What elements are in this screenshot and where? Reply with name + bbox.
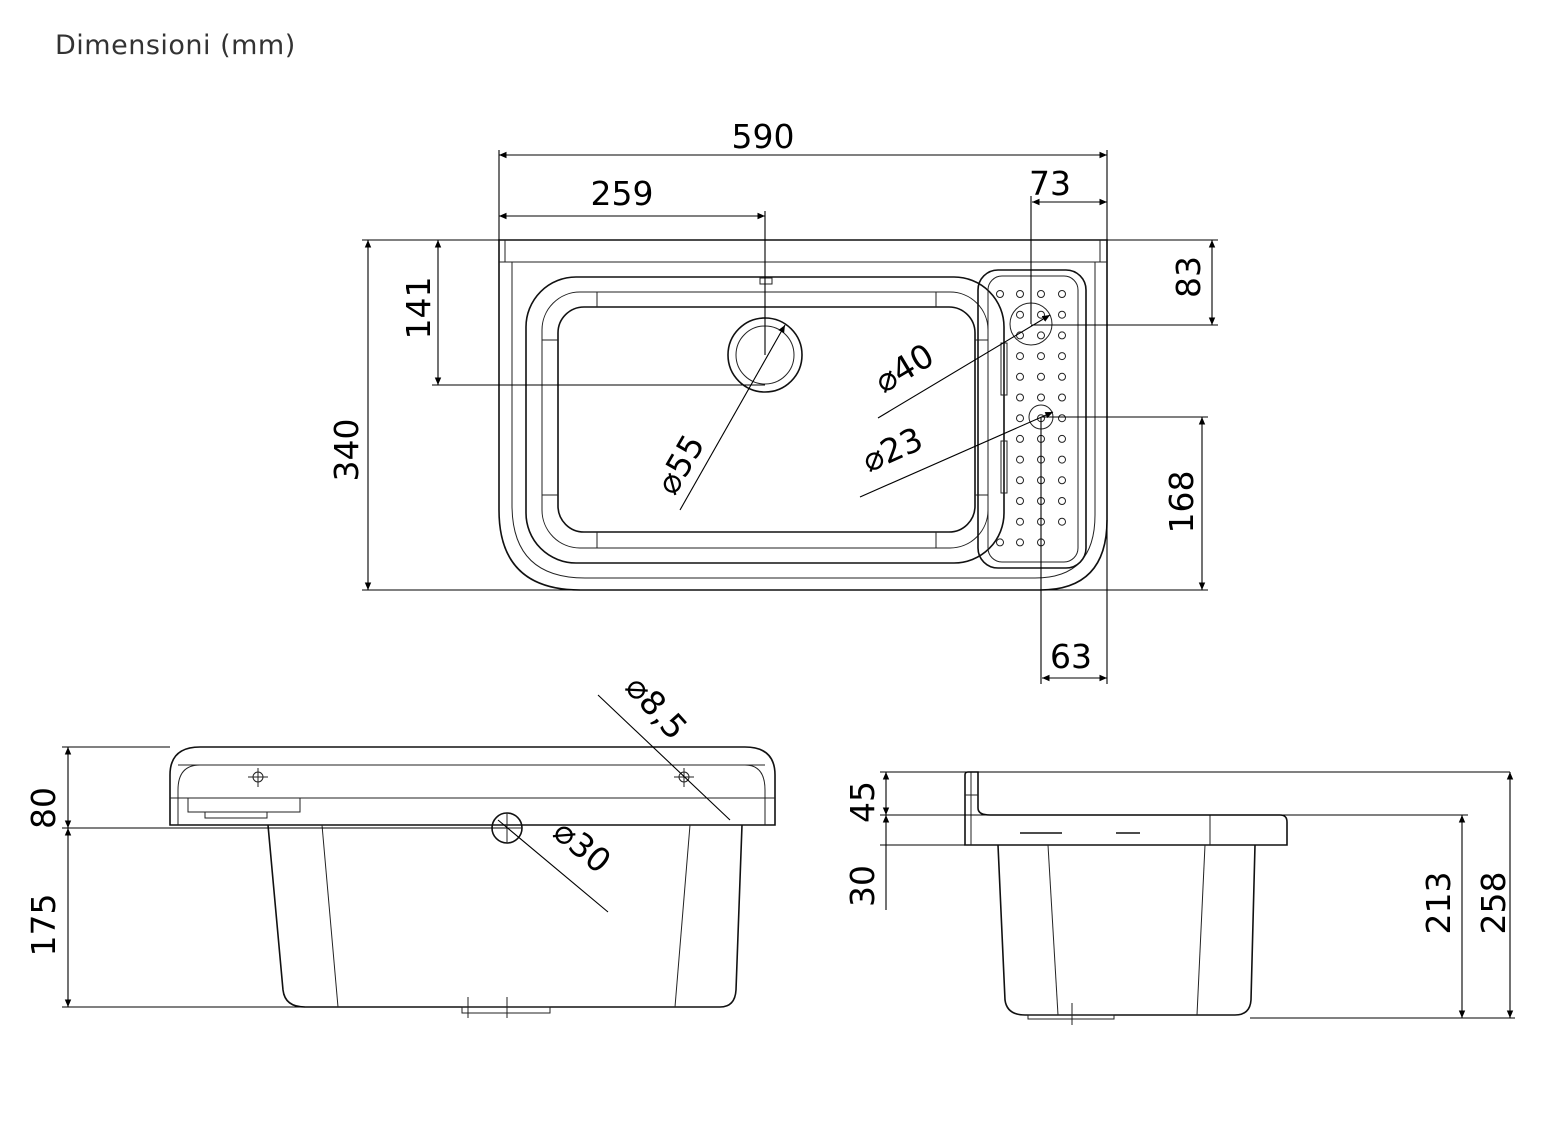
top-view: 590 259 73 340 141 83 168 63 ⌀55 ⌀40 ⌀23 xyxy=(327,117,1218,684)
dim-141: 141 xyxy=(399,277,438,340)
drain-hole xyxy=(1037,352,1045,361)
dim-30: 30 xyxy=(843,865,882,907)
drain-hole xyxy=(1037,310,1045,319)
dim-45: 45 xyxy=(843,781,882,823)
drawing-title: Dimensioni (mm) xyxy=(55,30,296,61)
dim-83: 83 xyxy=(1169,256,1208,298)
dim-80: 80 xyxy=(24,787,63,829)
drain-hole xyxy=(1016,497,1024,505)
drain-hole xyxy=(1058,517,1066,526)
drain-hole xyxy=(1058,414,1066,423)
drain-hole xyxy=(1037,290,1045,298)
drain-hole xyxy=(1016,434,1024,443)
front-view: 80 175 ⌀8,5 ⌀30 xyxy=(24,667,776,1018)
drain-hole xyxy=(1058,372,1066,381)
drain-hole xyxy=(1016,455,1024,464)
dim-340: 340 xyxy=(327,419,366,482)
drain-hole xyxy=(1016,393,1024,402)
dim-258: 258 xyxy=(1474,872,1513,935)
drain-hole xyxy=(1016,517,1024,526)
dim-175: 175 xyxy=(24,894,63,957)
drain-hole xyxy=(1016,414,1024,423)
dim-63: 63 xyxy=(1050,637,1092,676)
drain-hole xyxy=(1016,476,1024,485)
drain-hole xyxy=(1058,331,1066,340)
drain-hole xyxy=(1016,372,1024,381)
drain-hole xyxy=(1058,352,1066,361)
dim-168: 168 xyxy=(1162,471,1201,534)
dim-73: 73 xyxy=(1029,164,1071,203)
drain-board-holes xyxy=(996,290,1066,547)
draining-board xyxy=(977,269,1087,569)
drain-hole xyxy=(1016,352,1024,361)
side-view: 45 30 213 258 xyxy=(843,771,1515,1025)
drain-hole xyxy=(1058,434,1066,443)
drain-hole xyxy=(1058,455,1066,464)
drain-hole xyxy=(1037,372,1045,381)
drain-hole xyxy=(1058,497,1066,505)
dim-diameter-40: ⌀40 xyxy=(868,335,941,400)
dim-diameter-8-5: ⌀8,5 xyxy=(618,667,695,747)
dim-213: 213 xyxy=(1419,872,1458,935)
dim-diameter-55: ⌀55 xyxy=(648,428,713,501)
drain-hole xyxy=(1058,393,1066,402)
drain-hole xyxy=(1058,310,1066,319)
dim-259: 259 xyxy=(591,174,654,213)
drain-hole xyxy=(1037,393,1045,402)
drain-hole xyxy=(996,538,1004,547)
drain-hole xyxy=(1058,476,1066,485)
dim-590: 590 xyxy=(732,117,795,156)
dim-diameter-23: ⌀23 xyxy=(856,419,928,480)
drain-hole xyxy=(1037,331,1045,340)
drain-hole xyxy=(1058,290,1066,298)
drain-hole xyxy=(1016,538,1024,547)
drain-hole xyxy=(996,290,1004,298)
dim-diameter-30: ⌀30 xyxy=(546,811,618,881)
drain-hole xyxy=(1016,290,1024,298)
drain-hole xyxy=(1016,310,1024,319)
